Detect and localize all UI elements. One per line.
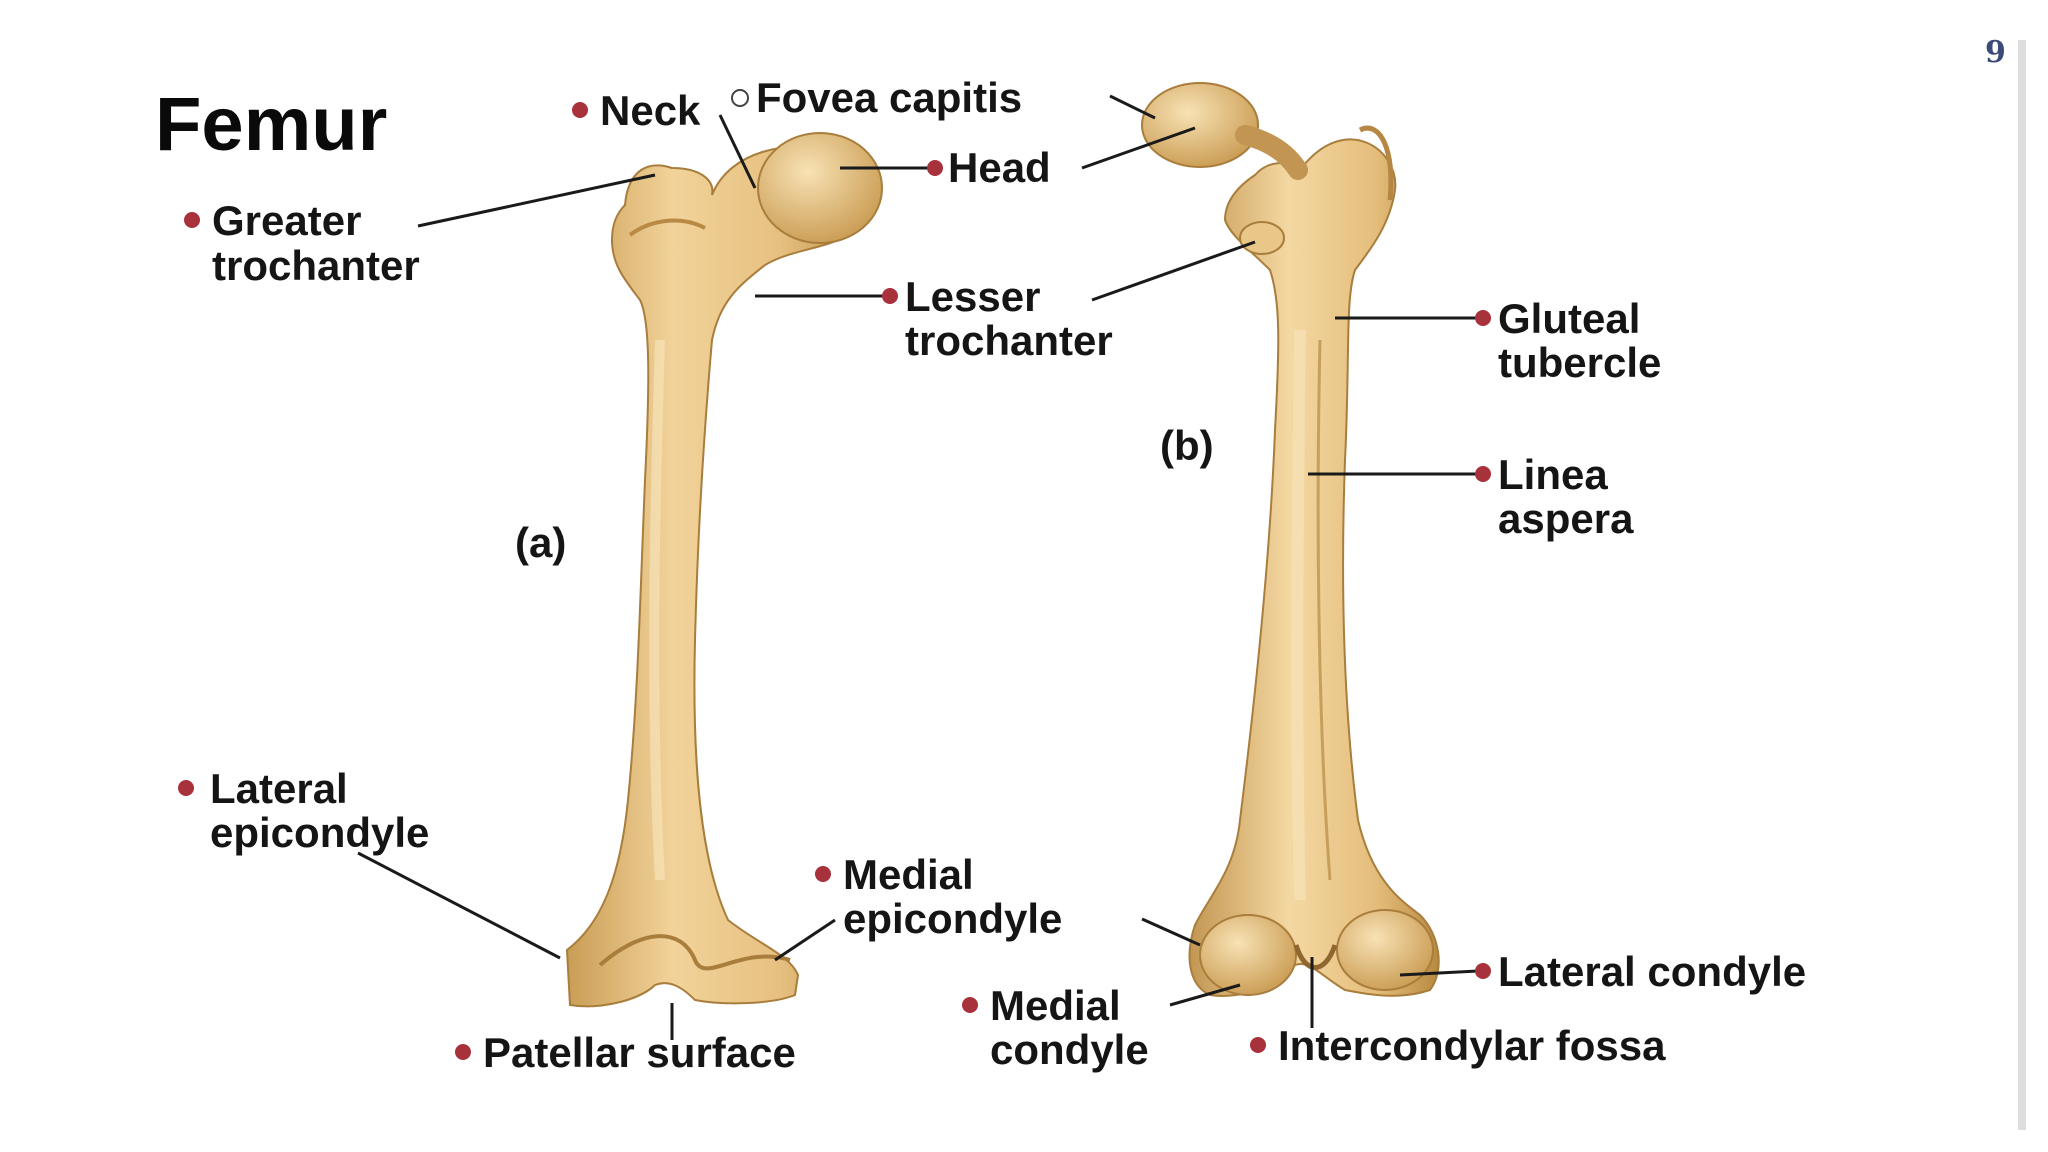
label-view-a: (a) bbox=[515, 519, 566, 566]
medial-condyle-shape bbox=[1199, 914, 1297, 996]
femoral-head-a bbox=[757, 132, 883, 244]
label-fovea-capitis: Fovea capitis bbox=[756, 74, 1022, 121]
label-head: Head bbox=[948, 144, 1051, 191]
lateral-condyle-shape bbox=[1336, 909, 1434, 991]
label-medial-condyle-1: Medial bbox=[990, 982, 1121, 1029]
label-gluteal-tubercle-1: Gluteal bbox=[1498, 295, 1640, 342]
label-view-b: (b) bbox=[1160, 422, 1214, 469]
label-bullets bbox=[178, 102, 1491, 1060]
slide-border bbox=[2018, 40, 2026, 1130]
page-number: 9 bbox=[1985, 35, 2006, 70]
femoral-head-b bbox=[1141, 82, 1259, 168]
label-lesser-trochanter-1: Lesser bbox=[905, 273, 1040, 320]
label-greater-trochanter-1: Greater bbox=[212, 197, 361, 244]
label-linea-aspera-2: aspera bbox=[1498, 495, 1634, 542]
label-patellar-surface: Patellar surface bbox=[483, 1029, 796, 1076]
femur-posterior bbox=[1141, 82, 1440, 997]
label-medial-epicondyle-2: epicondyle bbox=[843, 895, 1062, 942]
label-gluteal-tubercle-2: tubercle bbox=[1498, 339, 1661, 386]
label-lesser-trochanter-2: trochanter bbox=[905, 317, 1113, 364]
label-neck: Neck bbox=[600, 87, 701, 134]
page-title: Femur bbox=[155, 82, 387, 167]
label-lateral-epicondyle-1: Lateral bbox=[210, 765, 348, 812]
label-lateral-condyle: Lateral condyle bbox=[1498, 948, 1806, 995]
label-lateral-epicondyle-2: epicondyle bbox=[210, 809, 429, 856]
label-medial-epicondyle-1: Medial bbox=[843, 851, 974, 898]
label-linea-aspera-1: Linea bbox=[1498, 451, 1608, 498]
femur-anterior bbox=[565, 132, 883, 1008]
label-greater-trochanter-2: trochanter bbox=[212, 242, 420, 289]
label-intercondylar-fossa: Intercondylar fossa bbox=[1278, 1022, 1666, 1069]
label-medial-condyle-2: condyle bbox=[990, 1026, 1149, 1073]
leader-lines bbox=[357, 94, 1479, 1040]
fovea-capitis-marker bbox=[731, 89, 749, 107]
